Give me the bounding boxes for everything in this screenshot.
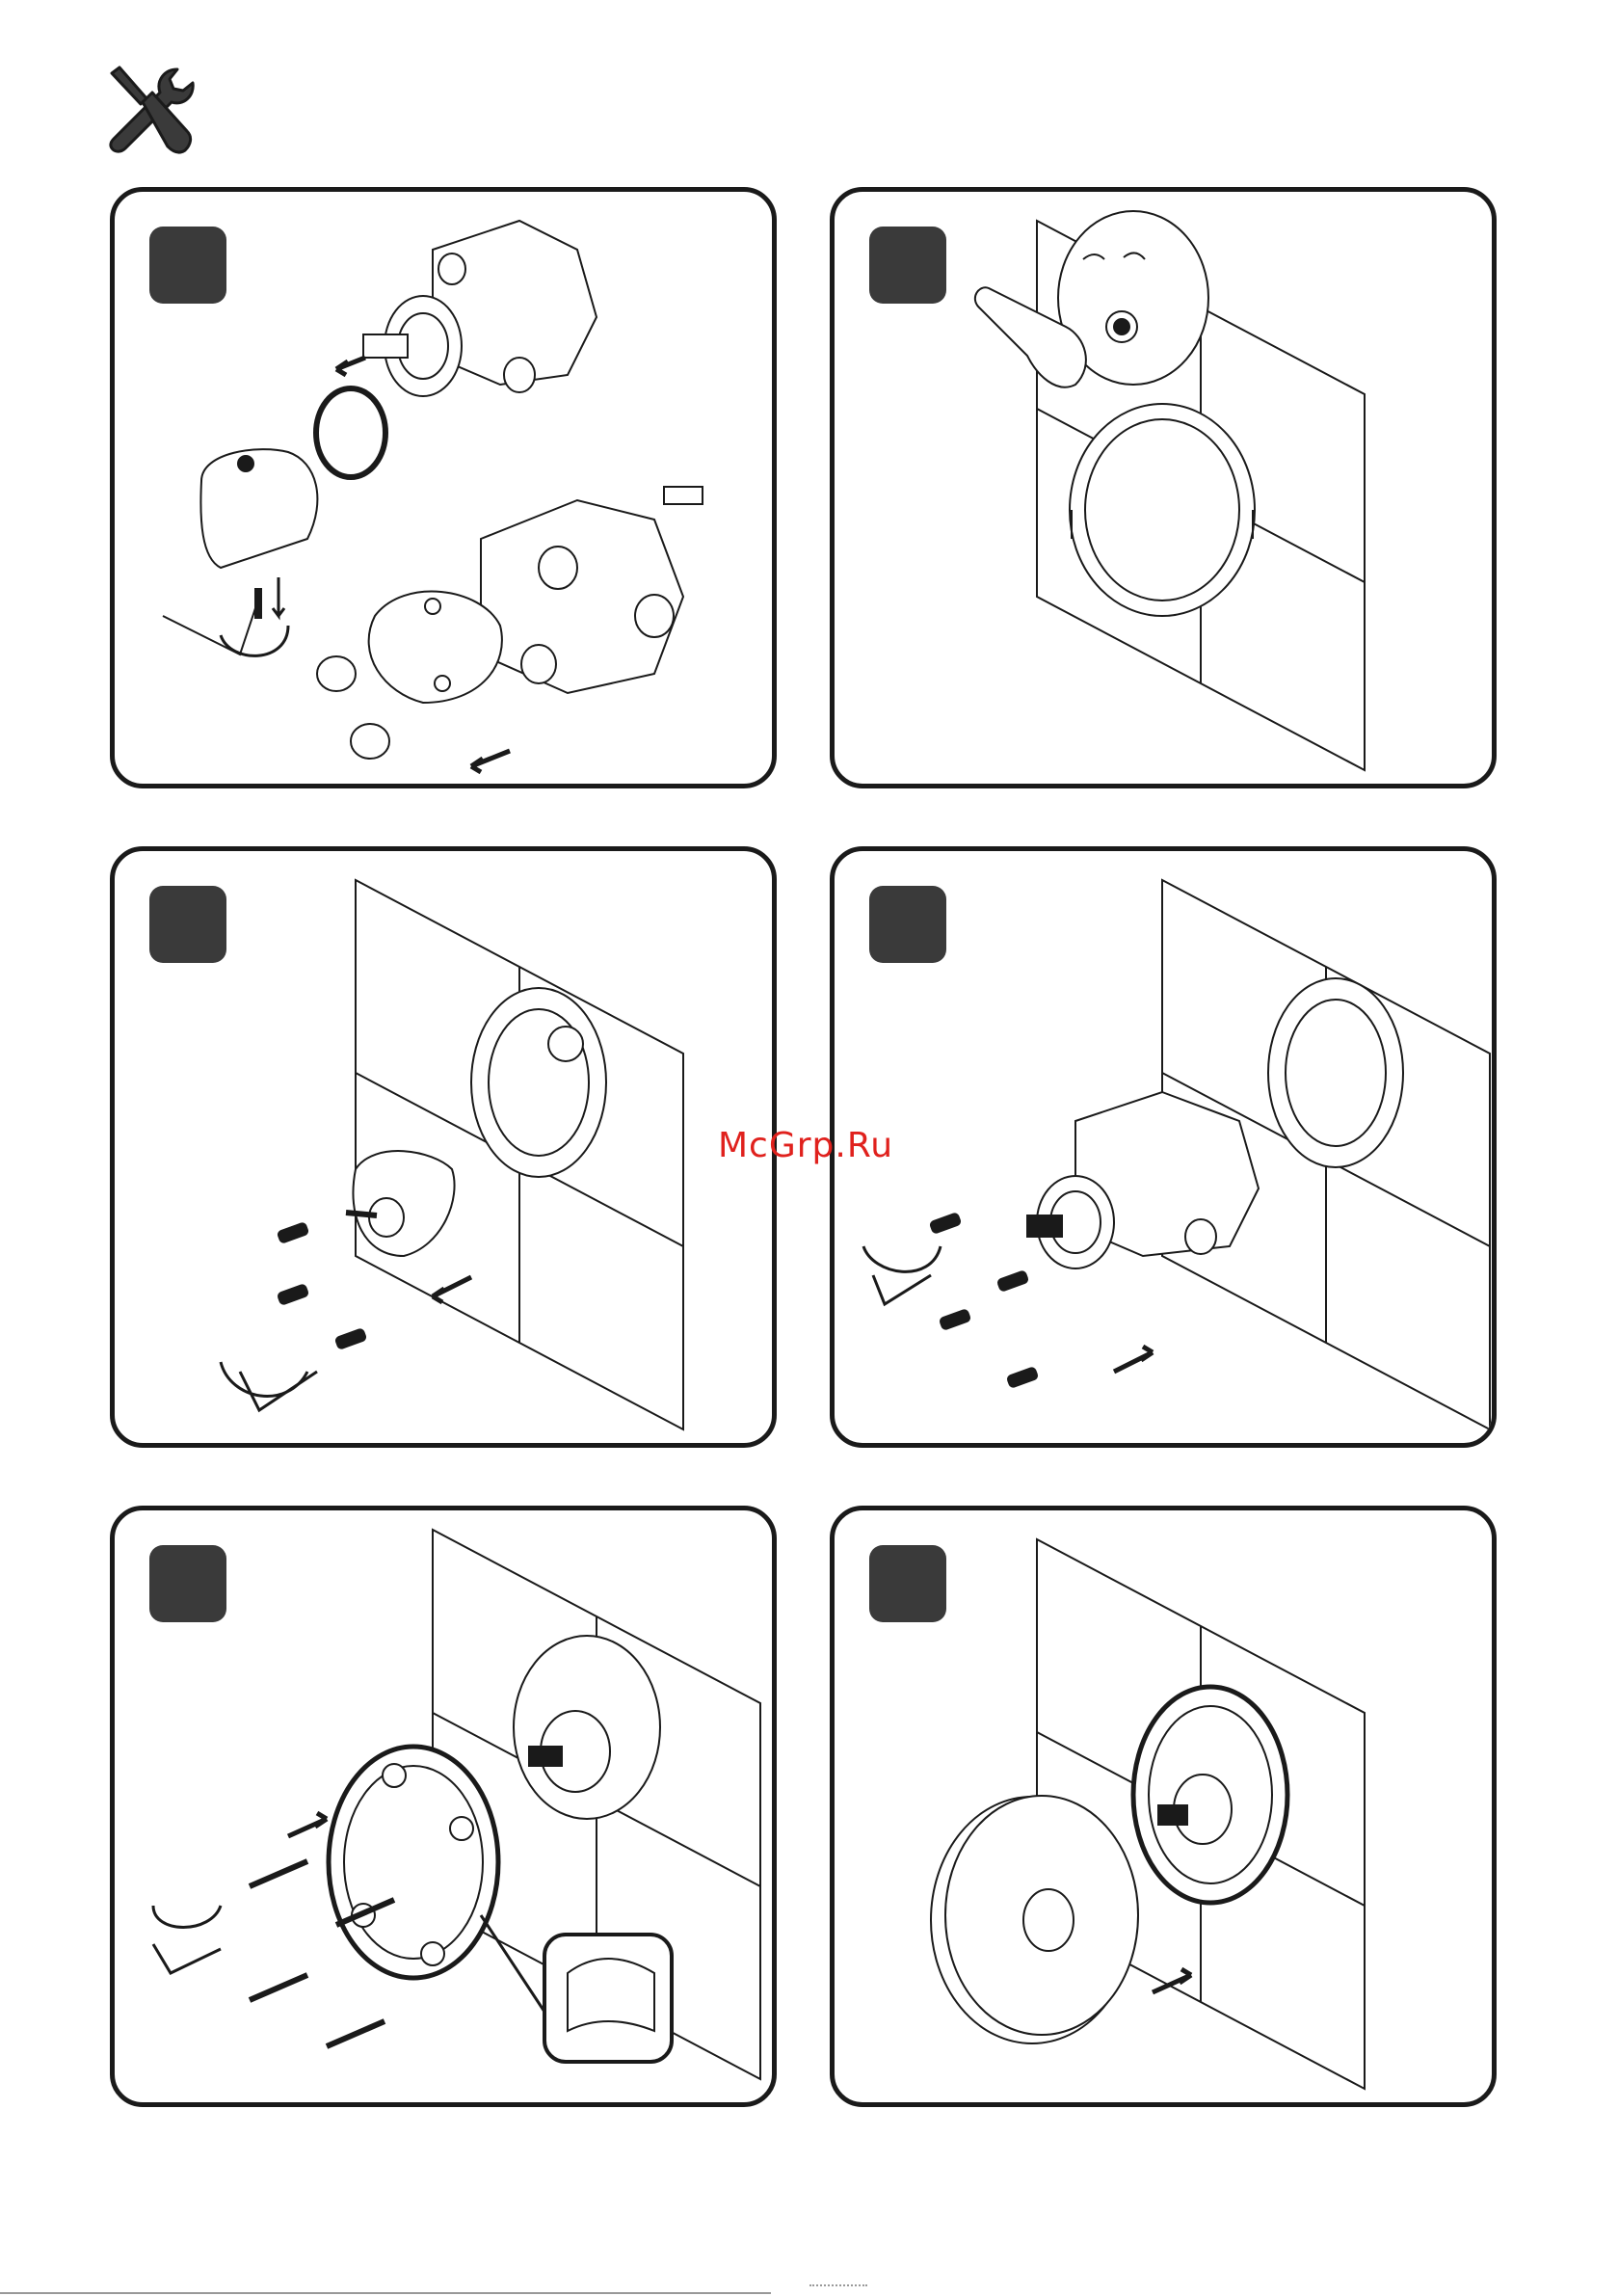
watermark-text: McGrp.Ru	[718, 1126, 893, 1165]
valve-disassembly-illustration	[115, 192, 772, 784]
step-panel-4	[830, 846, 1497, 1448]
valve-body-mounting-illustration	[835, 851, 1492, 1443]
flange-screw-illustration	[115, 851, 772, 1443]
footer-rule	[0, 2292, 771, 2294]
footer-mark	[809, 2284, 867, 2292]
am-pm-scale-ring-illustration	[835, 192, 1492, 784]
step-panel-5	[110, 1506, 777, 2107]
cover-rosette-illustration	[835, 1510, 1492, 2102]
step-panel-1	[110, 187, 777, 788]
tools-icon	[104, 64, 200, 160]
step-panel-3	[110, 846, 777, 1448]
mounting-plate-illustration	[115, 1510, 772, 2102]
step-panel-6	[830, 1506, 1497, 2107]
step-panel-2	[830, 187, 1497, 788]
